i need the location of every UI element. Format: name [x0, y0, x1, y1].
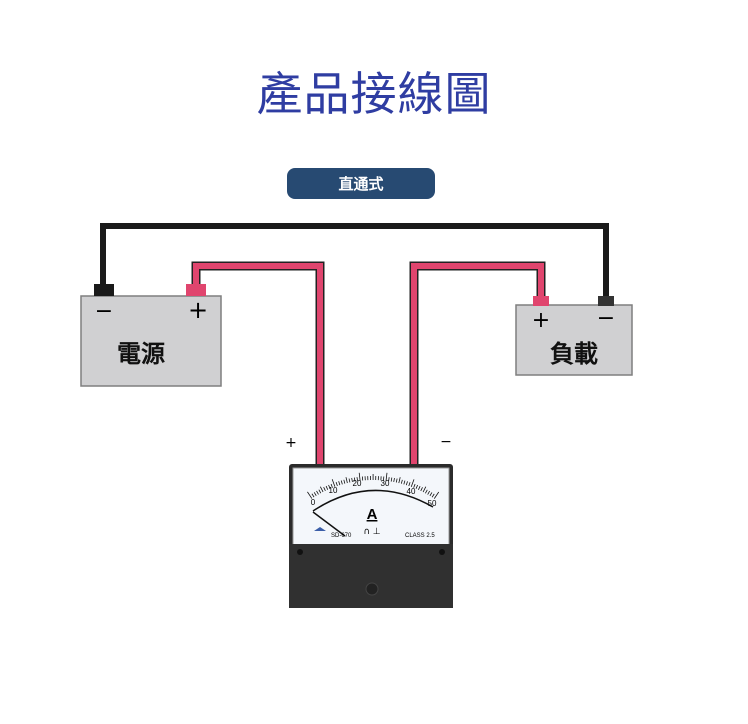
meter-tick-mark: [388, 477, 390, 482]
meter-tick-mark: [425, 489, 428, 494]
meter-tick-mark: [316, 490, 319, 495]
meter-tick-mark: [353, 477, 356, 482]
load-minus-terminal: [598, 296, 614, 306]
load-plus-sign: +: [532, 308, 550, 333]
meter-tick-mark: [418, 486, 421, 490]
mode-label: 直通式: [338, 175, 384, 193]
meter-tick-mark: [422, 486, 427, 493]
ammeter: 0 10 20 30 40 50 A ∩ ⊥ SD-670 CLASS 2.5: [289, 464, 453, 608]
mode-badge: 直通式: [287, 168, 435, 199]
meter-tick-mark: [351, 477, 353, 483]
page-title: 產品接線圖: [256, 67, 492, 121]
power-source-box: [80, 284, 222, 387]
meter-tick-mark: [358, 472, 361, 481]
source-minus-sign: −: [95, 299, 113, 324]
meter-unit: A: [367, 506, 378, 523]
source-label: 電源: [117, 340, 165, 368]
meter-tick-mark: [390, 477, 393, 482]
meter-tick-mark: [356, 477, 358, 482]
meter-logo-icon: [314, 527, 326, 531]
meter-symbols: ∩ ⊥: [363, 527, 380, 537]
meter-tick-10: 10: [329, 486, 338, 495]
meter-tick-mark: [433, 491, 440, 499]
meter-class: CLASS 2.5: [405, 533, 435, 539]
meter-tick-50: 50: [428, 499, 437, 508]
meter-tick-mark: [420, 487, 423, 492]
meter-tick-mark: [410, 479, 415, 487]
meter-model: SD-670: [331, 533, 352, 539]
meter-tick-mark: [408, 482, 411, 487]
meter-tick-mark: [398, 477, 401, 484]
source-plus-terminal: [186, 284, 206, 296]
meter-tick-mark: [338, 481, 341, 486]
meter-tick-mark: [405, 481, 408, 486]
meter-tick-mark: [328, 484, 331, 489]
meter-tick-mark: [400, 479, 403, 484]
meter-tick-mark: [331, 479, 336, 487]
meter-tick-mark: [415, 484, 418, 489]
meter-tick-0: 0: [311, 498, 316, 507]
negative-wire: [100, 223, 609, 298]
meter-tick-40: 40: [407, 487, 416, 496]
meter-tick-mark: [403, 480, 406, 485]
meter-tick-mark: [311, 493, 315, 498]
load-box: [515, 296, 633, 376]
meter-tick-mark: [385, 472, 388, 481]
meter-tick-mark: [340, 480, 343, 485]
meter-tick-mark: [431, 493, 435, 498]
meter-ticks: [307, 472, 440, 499]
meter-minus-sign: −: [440, 434, 452, 450]
source-minus-terminal: [94, 284, 114, 296]
meter-tick-mark: [323, 487, 326, 492]
meter-plus-sign: +: [285, 435, 297, 451]
meter-tick-mark: [330, 483, 333, 488]
meter-tick-mark: [429, 492, 433, 497]
meter-tick-30: 30: [381, 479, 390, 488]
meter-tick-mark: [343, 479, 346, 484]
meter-tick-mark: [325, 485, 329, 490]
meter-tick-mark: [319, 486, 324, 493]
meter-tick-mark: [427, 490, 430, 495]
meter-tick-mark: [395, 478, 398, 483]
load-minus-sign: −: [597, 306, 615, 331]
meter-needle: [312, 511, 346, 537]
meter-tick-mark: [348, 478, 351, 483]
meter-tick-mark: [393, 477, 395, 483]
load-label: 負載: [550, 340, 598, 368]
meter-tick-mark: [307, 491, 313, 499]
meter-tick-mark: [313, 492, 317, 496]
meter-tick-mark: [413, 483, 416, 488]
meter-tick-mark: [335, 482, 338, 487]
source-plus-sign: +: [188, 296, 208, 324]
load-plus-terminal: [533, 296, 549, 306]
meter-tick-mark: [345, 477, 348, 484]
meter-tick-20: 20: [353, 479, 362, 488]
meter-tick-mark: [318, 489, 322, 494]
